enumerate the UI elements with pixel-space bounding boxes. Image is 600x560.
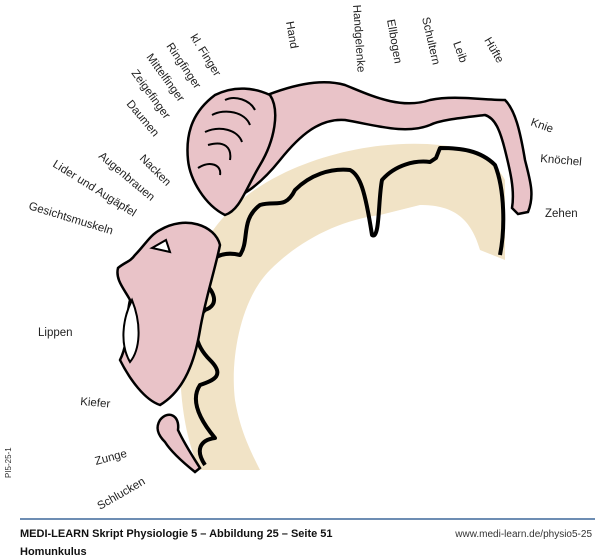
label-huefte: Hüfte bbox=[481, 36, 505, 66]
label-handgelenke: Handgelenke bbox=[350, 4, 367, 72]
eye bbox=[149, 238, 172, 254]
label-zunge: Zunge bbox=[94, 448, 129, 468]
label-zehen: Zehen bbox=[545, 208, 578, 220]
body-face bbox=[116, 221, 222, 407]
label-ellbogen: Ellbogen bbox=[384, 18, 404, 64]
label-lippen: Lippen bbox=[38, 327, 73, 339]
cortex-outline bbox=[194, 146, 506, 467]
label-schultern: Schultern bbox=[419, 16, 442, 66]
body-trunk-leg bbox=[211, 81, 533, 216]
label-gesichtsmuskeln: Gesichtsmuskeln bbox=[27, 200, 114, 237]
footer-subtitle: Homunkulus bbox=[20, 546, 87, 558]
figure-id: PI5-25-1 bbox=[4, 447, 13, 478]
label-knie: Knie bbox=[529, 117, 555, 136]
finger-lines bbox=[197, 97, 256, 176]
body-tongue bbox=[156, 413, 202, 474]
label-kiefer: Kiefer bbox=[80, 396, 111, 411]
body-hand bbox=[186, 87, 277, 217]
footer-title: MEDI-LEARN Skript Physiologie 5 – Abbild… bbox=[20, 528, 333, 540]
cortex bbox=[180, 143, 505, 470]
label-schlucken: Schlucken bbox=[96, 476, 148, 513]
footer-url[interactable]: www.medi-learn.de/physio5-25 bbox=[455, 529, 592, 540]
label-knoechel: Knöchel bbox=[540, 153, 582, 169]
label-hand: Hand bbox=[283, 20, 300, 49]
mouth bbox=[122, 297, 140, 364]
footer-rule bbox=[20, 518, 595, 520]
label-leib: Leib bbox=[450, 40, 469, 65]
